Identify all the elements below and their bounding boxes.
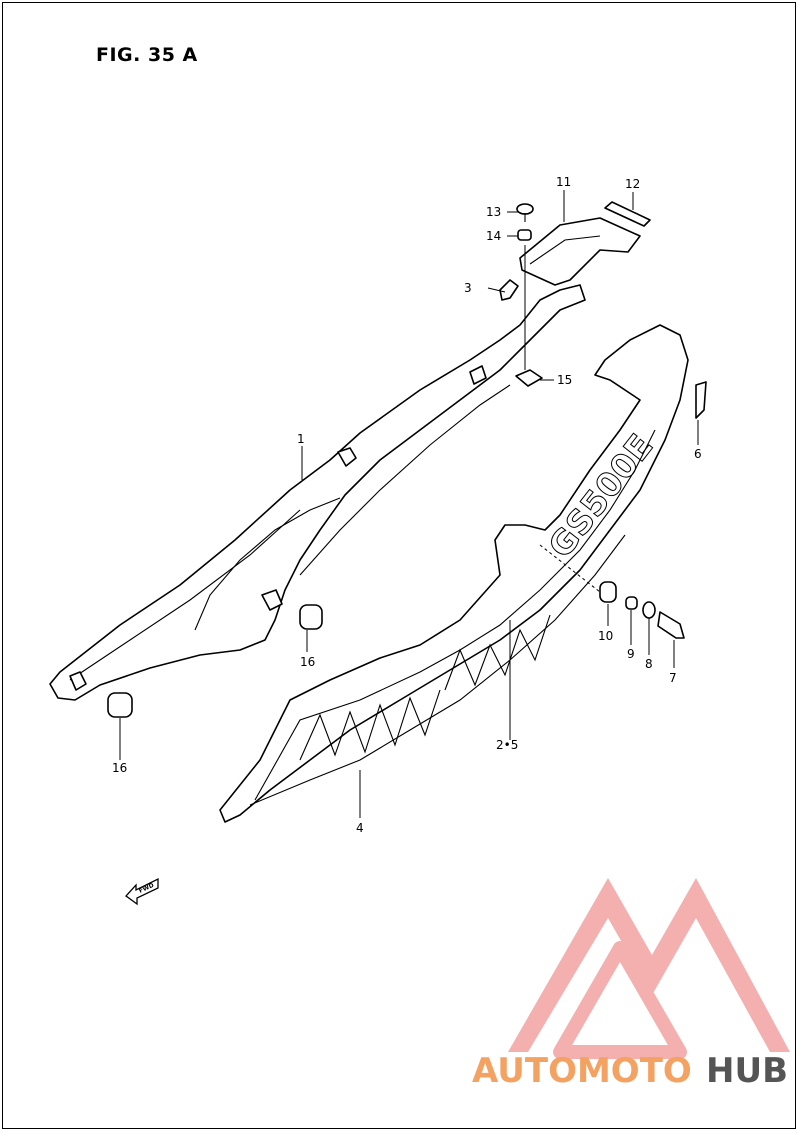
watermark-text-automoto: AUTOMOTO — [472, 1051, 692, 1091]
callout-16-upper: 16 — [300, 655, 315, 669]
callout-6: 6 — [694, 447, 702, 461]
part-15-nut-clip[interactable] — [515, 369, 543, 387]
watermark-logo — [508, 878, 790, 1059]
part-3-clip[interactable] — [499, 279, 519, 301]
watermark-text-hub: HUB — [706, 1051, 788, 1091]
callout-10: 10 — [598, 629, 613, 643]
part-16-grommet-upper[interactable] — [299, 604, 323, 630]
callout-15: 15 — [557, 373, 572, 387]
part-11-bracket[interactable] — [519, 217, 641, 286]
callout-12: 12 — [625, 177, 640, 191]
callout-4: 4 — [356, 821, 364, 835]
part-1-frame-cover[interactable] — [49, 284, 586, 701]
part-16-grommet-lower[interactable] — [107, 692, 133, 718]
callout-16-lower: 16 — [112, 761, 127, 775]
callout-13: 13 — [486, 205, 501, 219]
part-12-pad[interactable] — [604, 201, 651, 227]
callout-7: 7 — [669, 671, 677, 685]
fwd-direction-marker: FWD — [125, 877, 159, 906]
callout-2-5: 2•5 — [496, 738, 518, 752]
callout-14: 14 — [486, 229, 501, 243]
part-6-emblem[interactable] — [695, 381, 707, 419]
decal-model-text: GS500E — [541, 426, 661, 564]
callout-11: 11 — [556, 175, 571, 189]
decal-stripes — [299, 614, 551, 761]
part-7-bolt[interactable] — [657, 611, 685, 639]
callout-1: 1 — [297, 432, 305, 446]
part-10-grommet[interactable] — [599, 581, 617, 603]
figure-title: FIG. 35 A — [96, 44, 198, 66]
part-14-nut[interactable] — [517, 229, 532, 241]
callout-9: 9 — [627, 647, 635, 661]
part-9-collar[interactable] — [625, 596, 638, 610]
part-13-screw[interactable] — [516, 203, 534, 222]
callout-8: 8 — [645, 657, 653, 671]
part-8-washer[interactable] — [642, 601, 656, 619]
callout-3: 3 — [464, 281, 472, 295]
